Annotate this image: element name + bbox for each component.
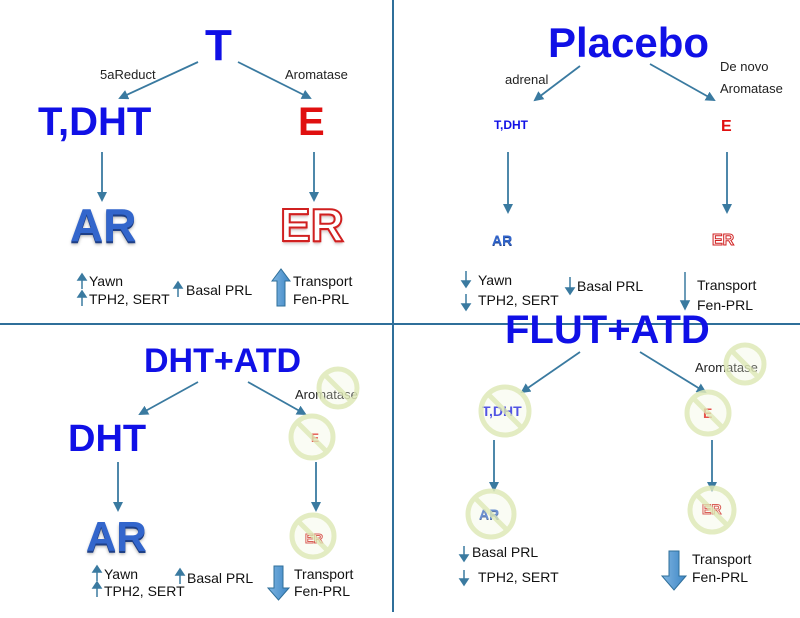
q4-transport-big-down-arrow-icon bbox=[660, 550, 688, 591]
q1-basal-up-arrow-icon bbox=[172, 280, 184, 297]
q2-tph2-down-arrow-icon bbox=[460, 294, 472, 312]
q4-tph2-down-arrow-icon bbox=[458, 570, 470, 587]
q1-left-hormone-label: T,DHT bbox=[38, 100, 152, 144]
q3-tph2-up-arrow-icon bbox=[91, 580, 103, 597]
q1-top-label: T bbox=[205, 21, 232, 70]
q2-right-enzyme-line1: De novo bbox=[720, 59, 769, 74]
q2-ar-receptor: AR bbox=[492, 232, 513, 248]
q4-basal-down-arrow-icon bbox=[458, 546, 470, 563]
q3-er-ban-icon bbox=[289, 512, 337, 560]
q2-er-receptor: ER bbox=[711, 232, 735, 249]
arrow-q4-left bbox=[520, 351, 581, 394]
q2-basal-label: Basal PRL bbox=[577, 278, 644, 294]
q3-ar-receptor: AR bbox=[86, 513, 147, 560]
q1-tph2-label: TPH2, SERT bbox=[89, 291, 170, 307]
q1-tph2-up-arrow-icon bbox=[76, 289, 88, 306]
q4-basal-label: Basal PRL bbox=[472, 544, 539, 560]
q2-left-enzyme-label: adrenal bbox=[505, 72, 549, 87]
q2-transport-label: Transport bbox=[697, 277, 757, 293]
q4-e-ban-icon bbox=[684, 389, 732, 437]
q1-ar-receptor: AR bbox=[70, 199, 137, 251]
q4-tph2-label: TPH2, SERT bbox=[478, 569, 559, 585]
q1-left-enzyme-label: 5aReduct bbox=[100, 67, 156, 82]
q3-fenprl-label: Fen-PRL bbox=[294, 583, 351, 599]
q4-top-label: FLUT+ATD bbox=[505, 308, 710, 352]
q3-basal-up-arrow-icon bbox=[174, 567, 186, 584]
arrow-q1-t-left bbox=[118, 61, 199, 100]
q2-right-enzyme-line2: Aromatase bbox=[720, 81, 783, 96]
q2-left-hormone-label: T,DHT bbox=[494, 118, 528, 132]
arrow-q3-right bbox=[247, 381, 307, 415]
q2-transport-down-arrow-icon bbox=[679, 272, 691, 311]
q3-aromatase-ban-icon bbox=[316, 366, 360, 410]
q4-tdht-ban-icon bbox=[478, 384, 532, 438]
q1-transport-big-up-arrow-icon bbox=[271, 268, 291, 307]
q3-transport-big-down-arrow-icon bbox=[266, 565, 291, 601]
q4-ar-ban-icon bbox=[465, 488, 517, 540]
q1-right-hormone-label: E bbox=[298, 100, 325, 144]
q1-right-enzyme-label: Aromatase bbox=[285, 67, 348, 82]
q4-fenprl-label: Fen-PRL bbox=[692, 569, 749, 585]
q3-yawn-label: Yawn bbox=[104, 566, 138, 582]
q1-basal-label: Basal PRL bbox=[186, 282, 253, 298]
q1-yawn-label: Yawn bbox=[89, 273, 123, 289]
q2-basal-down-arrow-icon bbox=[564, 277, 576, 296]
q2-tph2-label: TPH2, SERT bbox=[478, 292, 559, 308]
q1-fenprl-label: Fen-PRL bbox=[293, 291, 350, 307]
q3-basal-label: Basal PRL bbox=[187, 570, 254, 586]
q2-top-label: Placebo bbox=[548, 19, 710, 66]
q4-transport-label: Transport bbox=[692, 551, 752, 567]
q4-er-ban-icon bbox=[687, 485, 737, 535]
q2-right-hormone-label: E bbox=[721, 118, 732, 135]
q3-left-hormone-label: DHT bbox=[68, 418, 147, 460]
q1-transport-label: Transport bbox=[293, 273, 353, 289]
q3-tph2-label: TPH2, SERT bbox=[104, 583, 185, 599]
arrow-q1-t-right bbox=[237, 61, 312, 99]
arrow-q3-left bbox=[138, 381, 199, 415]
q1-yawn-up-arrow-icon bbox=[76, 272, 88, 289]
q1-er-receptor: ER bbox=[279, 199, 345, 251]
q2-yawn-down-arrow-icon bbox=[460, 271, 472, 289]
q3-transport-label: Transport bbox=[294, 566, 354, 582]
q4-aromatase-ban-icon bbox=[723, 342, 767, 386]
arrow-q4-right bbox=[639, 351, 707, 394]
arrow-q2-right bbox=[649, 63, 716, 101]
q3-top-label: DHT+ATD bbox=[144, 342, 302, 380]
arrow-q2-left bbox=[533, 65, 581, 102]
q2-fenprl-label: Fen-PRL bbox=[697, 297, 754, 313]
q3-yawn-up-arrow-icon bbox=[91, 564, 103, 581]
q3-e-ban-icon bbox=[288, 413, 336, 461]
q2-yawn-label: Yawn bbox=[478, 272, 512, 288]
